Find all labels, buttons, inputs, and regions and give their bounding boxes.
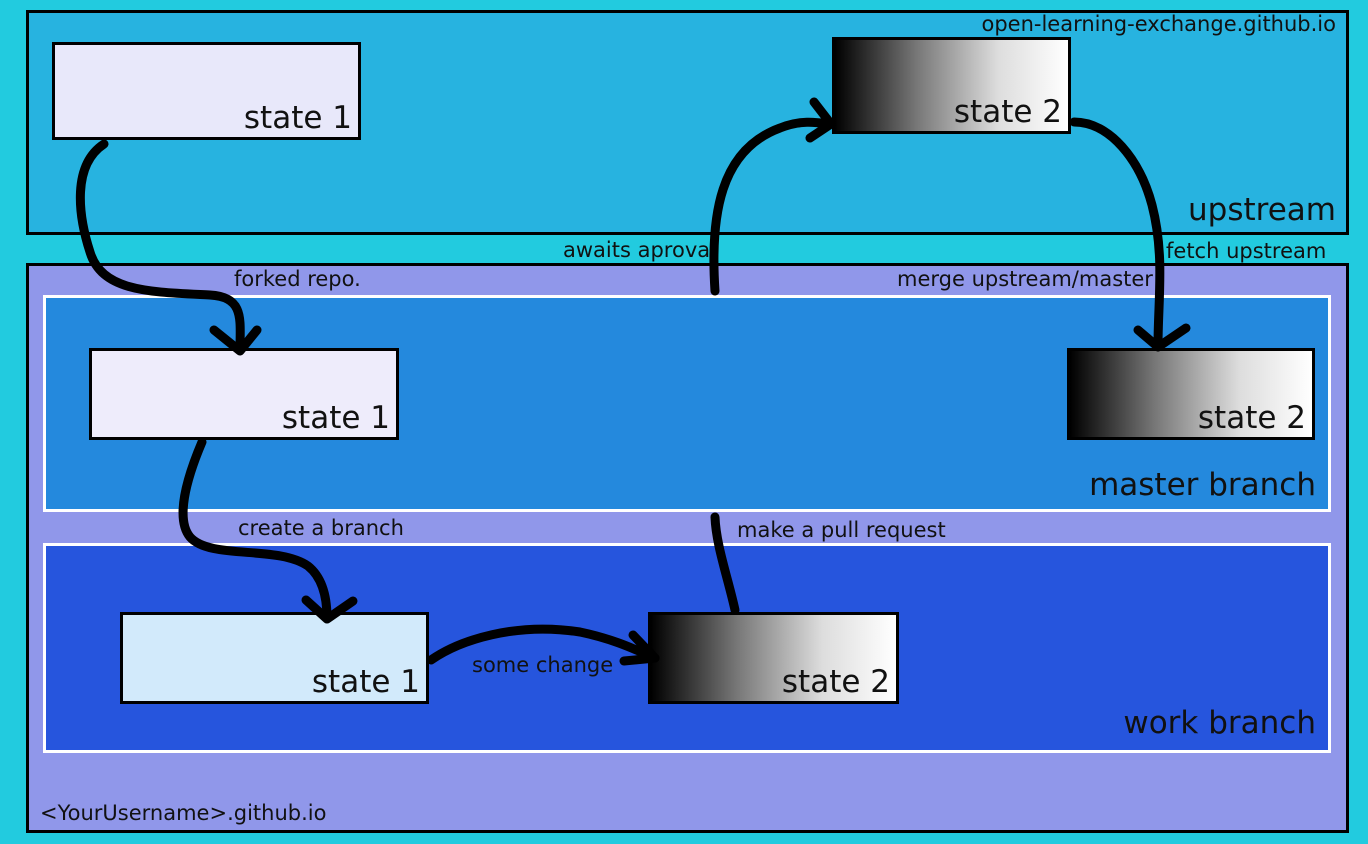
work-branch-label: work branch	[1123, 705, 1316, 741]
work-state-1-label: state 1	[311, 664, 420, 700]
upstream-host-label: open-learning-exchange.github.io	[981, 12, 1336, 36]
some-change-label: some change	[472, 653, 614, 677]
upstream-state-2-label: state 2	[953, 94, 1062, 130]
master-state-1-box: state 1	[89, 348, 399, 440]
master-state-2-label: state 2	[1197, 400, 1306, 436]
forked-repo-label: forked repo.	[234, 267, 361, 291]
fetch-upstream-label: fetch upstream	[1166, 239, 1327, 263]
master-state-2-box: state 2	[1067, 348, 1315, 440]
work-state-2-label: state 2	[781, 664, 890, 700]
work-state-2-box: state 2	[648, 612, 899, 704]
master-state-1-label: state 1	[281, 400, 390, 436]
pull-request-label: make a pull request	[737, 518, 946, 542]
work-state-1-box: state 1	[120, 612, 429, 704]
upstream-state-1-box: state 1	[52, 42, 361, 140]
create-branch-label: create a branch	[238, 516, 404, 540]
upstream-state-2-box: state 2	[832, 37, 1071, 134]
fork-host-label: <YourUsername>.github.io	[40, 801, 327, 825]
awaits-approval-label: awaits aproval	[563, 238, 716, 262]
upstream-state-1-label: state 1	[243, 100, 352, 136]
master-branch-label: master branch	[1089, 467, 1316, 503]
merge-upstream-label: merge upstream/master	[897, 267, 1153, 291]
upstream-label: upstream	[1188, 192, 1336, 228]
